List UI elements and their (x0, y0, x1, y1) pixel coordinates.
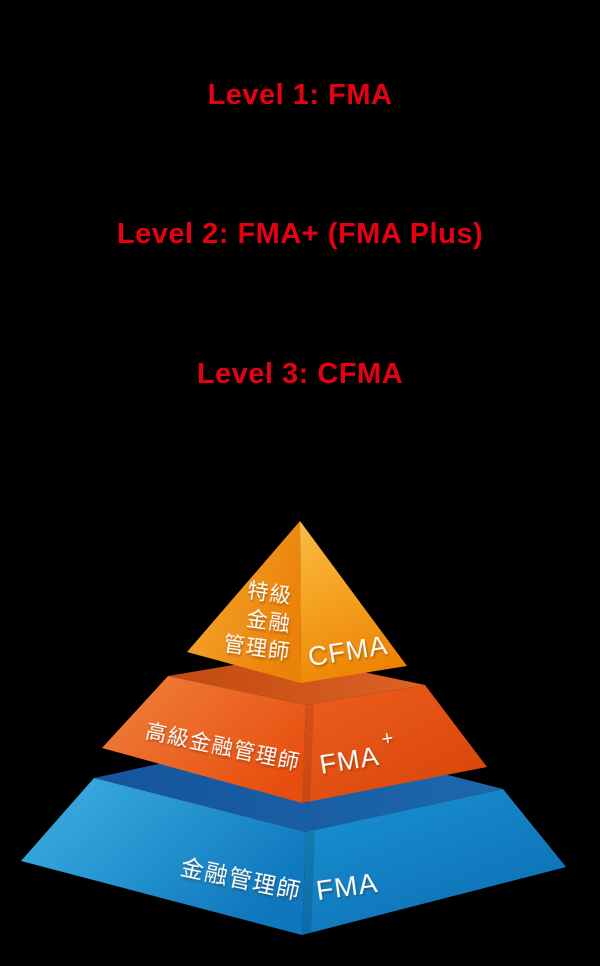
bottom-tier-left-face (21, 778, 306, 935)
top-tier-right-face (300, 521, 407, 683)
middle-tier-front-edge-shade (302, 704, 314, 803)
middle-tier-right-face (302, 685, 487, 803)
middle-tier-left-face (102, 676, 306, 803)
top-tier-left-face (187, 521, 301, 683)
level-1-heading: Level 1: FMA (207, 79, 393, 111)
middle-tier-front-label-superscript: + (380, 727, 395, 751)
bottom-tier-right-face (302, 789, 566, 935)
level-3-heading: Level 3: CFMA (196, 358, 404, 390)
level-2-heading: Level 2: FMA+ (FMA Plus) (116, 218, 484, 250)
bottom-tier-front-edge-shade (302, 831, 315, 935)
middle-tier-fma-plus (102, 656, 487, 803)
top-tier-cfma (187, 521, 407, 683)
